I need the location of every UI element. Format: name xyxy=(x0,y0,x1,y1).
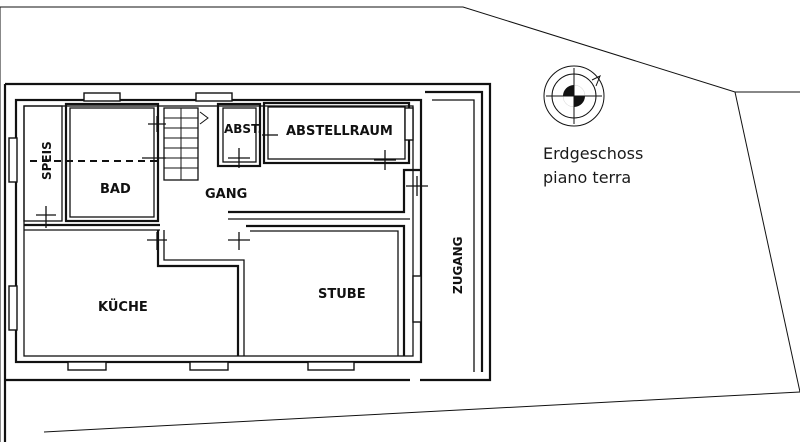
stube-wall-inner xyxy=(250,230,399,356)
label-bad: BAD xyxy=(100,182,131,197)
stair-arrow xyxy=(199,111,209,125)
bad-room xyxy=(64,102,160,223)
kueche-wall xyxy=(156,230,240,356)
gang-wall-right xyxy=(228,168,420,214)
bad-room-inner xyxy=(69,107,155,218)
zugang-wall-outer xyxy=(425,90,484,372)
label-zugang: ZUGANG xyxy=(451,237,465,294)
zugang-wall-inner xyxy=(432,99,475,372)
kueche-wall-inner xyxy=(163,230,245,356)
label-abst: ABST. xyxy=(224,122,262,136)
north-arrow-compass-icon xyxy=(543,65,605,127)
label-gang: GANG xyxy=(205,187,247,202)
windows xyxy=(8,92,422,371)
label-stube: STUBE xyxy=(318,287,366,302)
label-speis: SPEIS xyxy=(40,141,54,180)
label-kueche: KÜCHE xyxy=(98,299,148,315)
caption-italian: piano terra xyxy=(543,168,632,187)
stube-wall xyxy=(246,224,406,356)
speis-room xyxy=(23,105,63,222)
door-markers xyxy=(36,116,428,250)
label-abstellraum: ABSTELLRAUM xyxy=(286,124,393,139)
property-boundary-right xyxy=(734,91,800,393)
property-boundary-bottom xyxy=(43,391,800,433)
caption-german: Erdgeschoss xyxy=(543,144,644,163)
property-boundary xyxy=(0,6,800,93)
